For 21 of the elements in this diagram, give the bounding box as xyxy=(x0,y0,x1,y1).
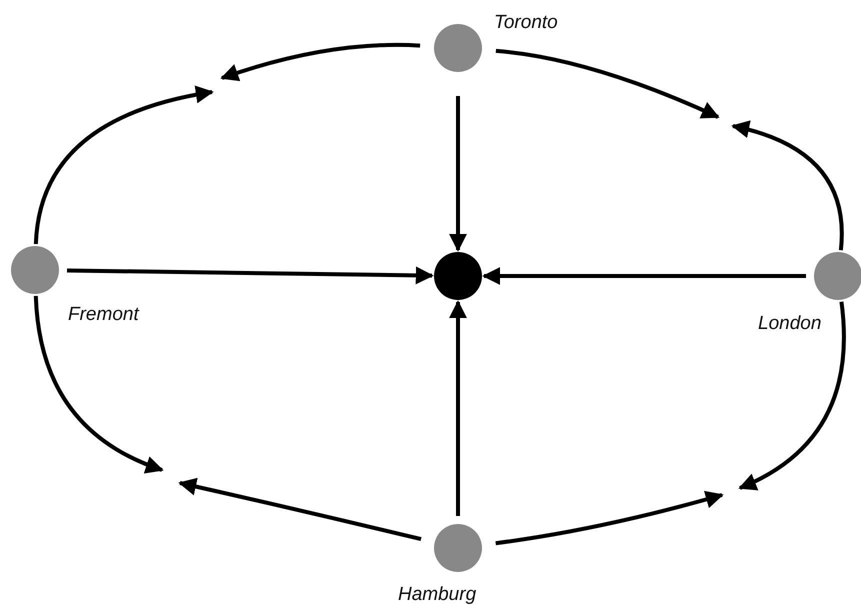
arrow xyxy=(220,42,420,82)
arrow xyxy=(66,266,434,284)
location-circle xyxy=(11,246,59,294)
arrow xyxy=(482,267,806,285)
location-circle xyxy=(434,524,482,572)
location-circle xyxy=(434,24,482,72)
arrow xyxy=(496,48,720,119)
city-label: Toronto xyxy=(494,12,558,34)
city-label: Fremont xyxy=(68,304,139,326)
location-circle xyxy=(814,252,861,300)
city-label: London xyxy=(758,313,822,335)
arrow xyxy=(449,300,467,516)
arrow xyxy=(178,478,422,542)
arrow xyxy=(34,296,164,473)
arrow xyxy=(731,121,844,250)
arrow xyxy=(449,96,467,252)
hub-circle xyxy=(434,252,482,300)
arrow xyxy=(738,302,846,490)
arrow xyxy=(495,490,724,546)
city-label: Hamburg xyxy=(398,584,476,606)
arrow xyxy=(34,86,214,244)
